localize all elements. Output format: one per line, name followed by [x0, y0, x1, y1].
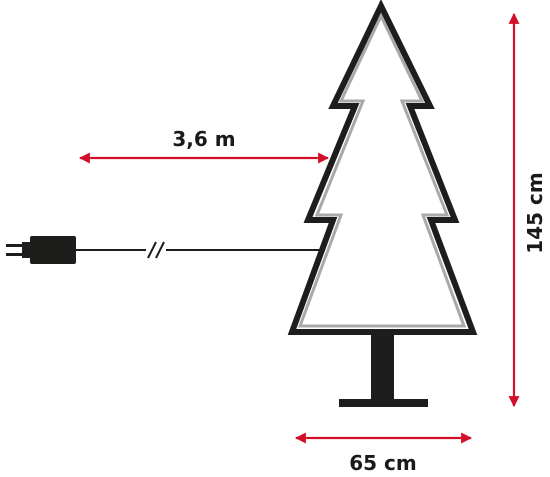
cable-break-icon — [146, 241, 166, 259]
tree-trunk — [371, 335, 394, 401]
height-label: 145 cm — [523, 172, 547, 253]
power-plug-icon — [6, 236, 76, 264]
base-width-label: 65 cm — [349, 451, 417, 475]
tree-outline — [287, 0, 478, 335]
tree-base-plate — [339, 399, 428, 407]
cable-length-label: 3,6 m — [172, 127, 235, 151]
